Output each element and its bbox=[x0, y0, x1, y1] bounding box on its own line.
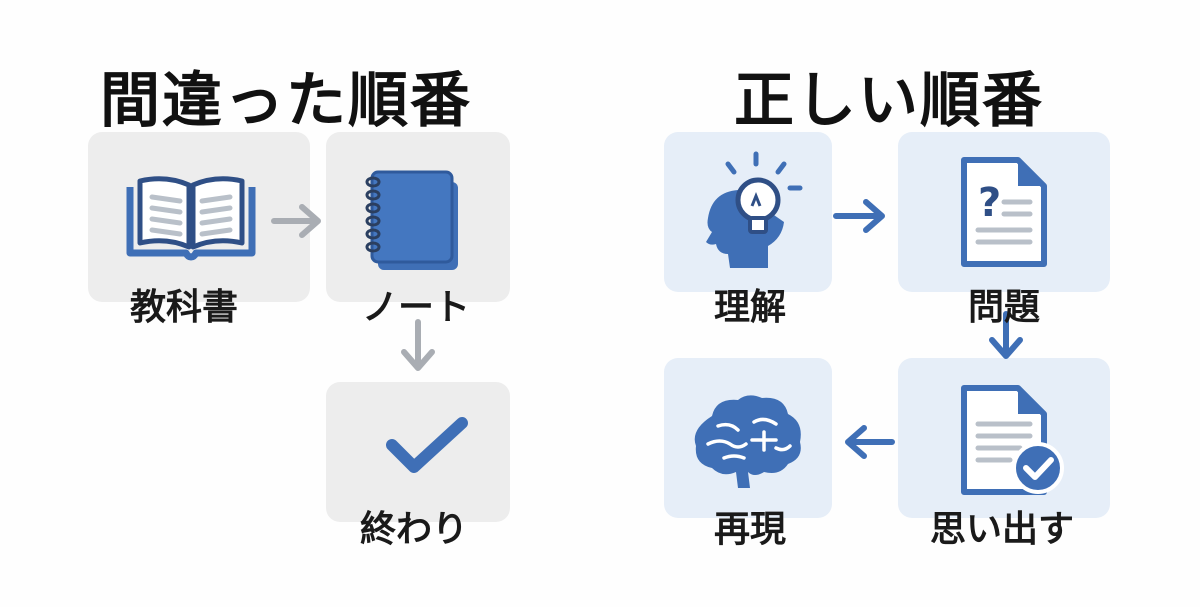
arrow-down-gray bbox=[401, 319, 435, 371]
svg-text:?: ? bbox=[978, 180, 1001, 226]
step-card-finish bbox=[326, 382, 510, 522]
arrow-left-blue bbox=[845, 425, 895, 459]
notebook-icon bbox=[365, 170, 458, 270]
step-label-reproduce: 再現 bbox=[714, 509, 787, 550]
step-label-finish: 終わり bbox=[360, 509, 469, 550]
open-book-icon bbox=[126, 176, 256, 261]
step-label-problem: 問題 bbox=[968, 287, 1041, 328]
step-label-textbook: 教科書 bbox=[130, 287, 239, 328]
step-label-understand: 理解 bbox=[714, 287, 787, 328]
step-label-recall: 思い出す bbox=[930, 509, 1075, 550]
arrow-right-gray bbox=[271, 204, 321, 238]
head-lightbulb-icon bbox=[706, 151, 803, 268]
checkmark-icon bbox=[386, 417, 468, 473]
wrong-order-title: 間違った順番 bbox=[100, 66, 472, 136]
arrow-down-blue bbox=[989, 311, 1023, 359]
correct-order-title: 正しい順番 bbox=[734, 66, 1044, 136]
document-check-icon bbox=[961, 385, 1064, 495]
arrow-right-blue bbox=[833, 199, 885, 233]
question-document-icon: ? bbox=[961, 157, 1047, 267]
step-label-notebook: ノート bbox=[362, 287, 471, 328]
brain-icon bbox=[694, 395, 801, 488]
